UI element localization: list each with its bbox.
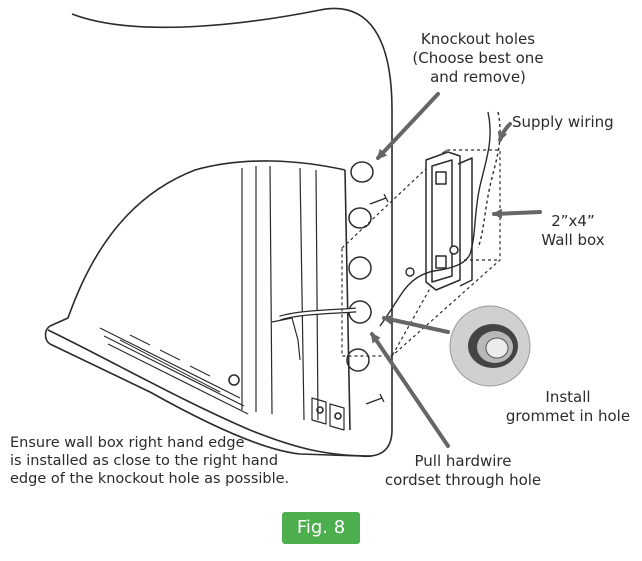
unit-screw	[228, 374, 240, 386]
knockout-holes	[346, 161, 374, 372]
install-grommet-label: Install grommet in hole	[500, 388, 636, 426]
wall-box	[425, 151, 473, 291]
knockout-holes-label-line: and remove)	[430, 68, 526, 86]
arrow-knockout-holes	[376, 92, 440, 160]
wall-box-edge-note-line: edge of the knockout hole as possible.	[10, 471, 290, 487]
knockout-holes-label-line: Knockout holes	[420, 30, 536, 48]
knockout-hole	[348, 207, 372, 229]
figure-number-badge: Fig. 8	[282, 512, 360, 544]
arrow-grommet	[382, 314, 450, 334]
leader-arrows	[370, 92, 542, 448]
wall-box-edge-note: Ensure wall box right hand edge is insta…	[10, 434, 289, 488]
unit-outer-shell	[44, 7, 393, 458]
knockout-hole	[346, 348, 370, 372]
install-grommet-label-line: Install	[545, 388, 591, 406]
knockout-holes-label-line: (Choose best one	[412, 49, 544, 67]
pull-hardwire-label: Pull hardwire cordset through hole	[380, 452, 546, 490]
arrow-pull-cordset	[370, 332, 450, 448]
wall-box-label-line: 2”x4”	[551, 212, 595, 230]
grommet	[449, 305, 531, 387]
arrow-wall-box	[492, 208, 542, 219]
wall-box-label: 2”x4” Wall box	[528, 212, 618, 250]
wall-box-edge-note-line: Ensure wall box right hand edge	[10, 435, 245, 451]
heater-unit	[44, 7, 393, 458]
knockout-holes-label: Knockout holes (Choose best one and remo…	[398, 30, 558, 87]
wall-box-label-line: Wall box	[541, 231, 605, 249]
mounting-screws	[365, 193, 389, 405]
pull-hardwire-label-line: cordset through hole	[384, 471, 542, 489]
knockout-hole	[350, 161, 374, 183]
knockout-hole	[348, 256, 372, 280]
wall-box-edge-note-line: is installed as close to the right hand	[10, 453, 279, 469]
arrow-supply-wiring	[497, 122, 512, 142]
install-grommet-label-line: grommet in hole	[505, 407, 631, 425]
pull-hardwire-label-line: Pull hardwire	[414, 452, 512, 470]
supply-wiring-label: Supply wiring	[512, 113, 614, 131]
